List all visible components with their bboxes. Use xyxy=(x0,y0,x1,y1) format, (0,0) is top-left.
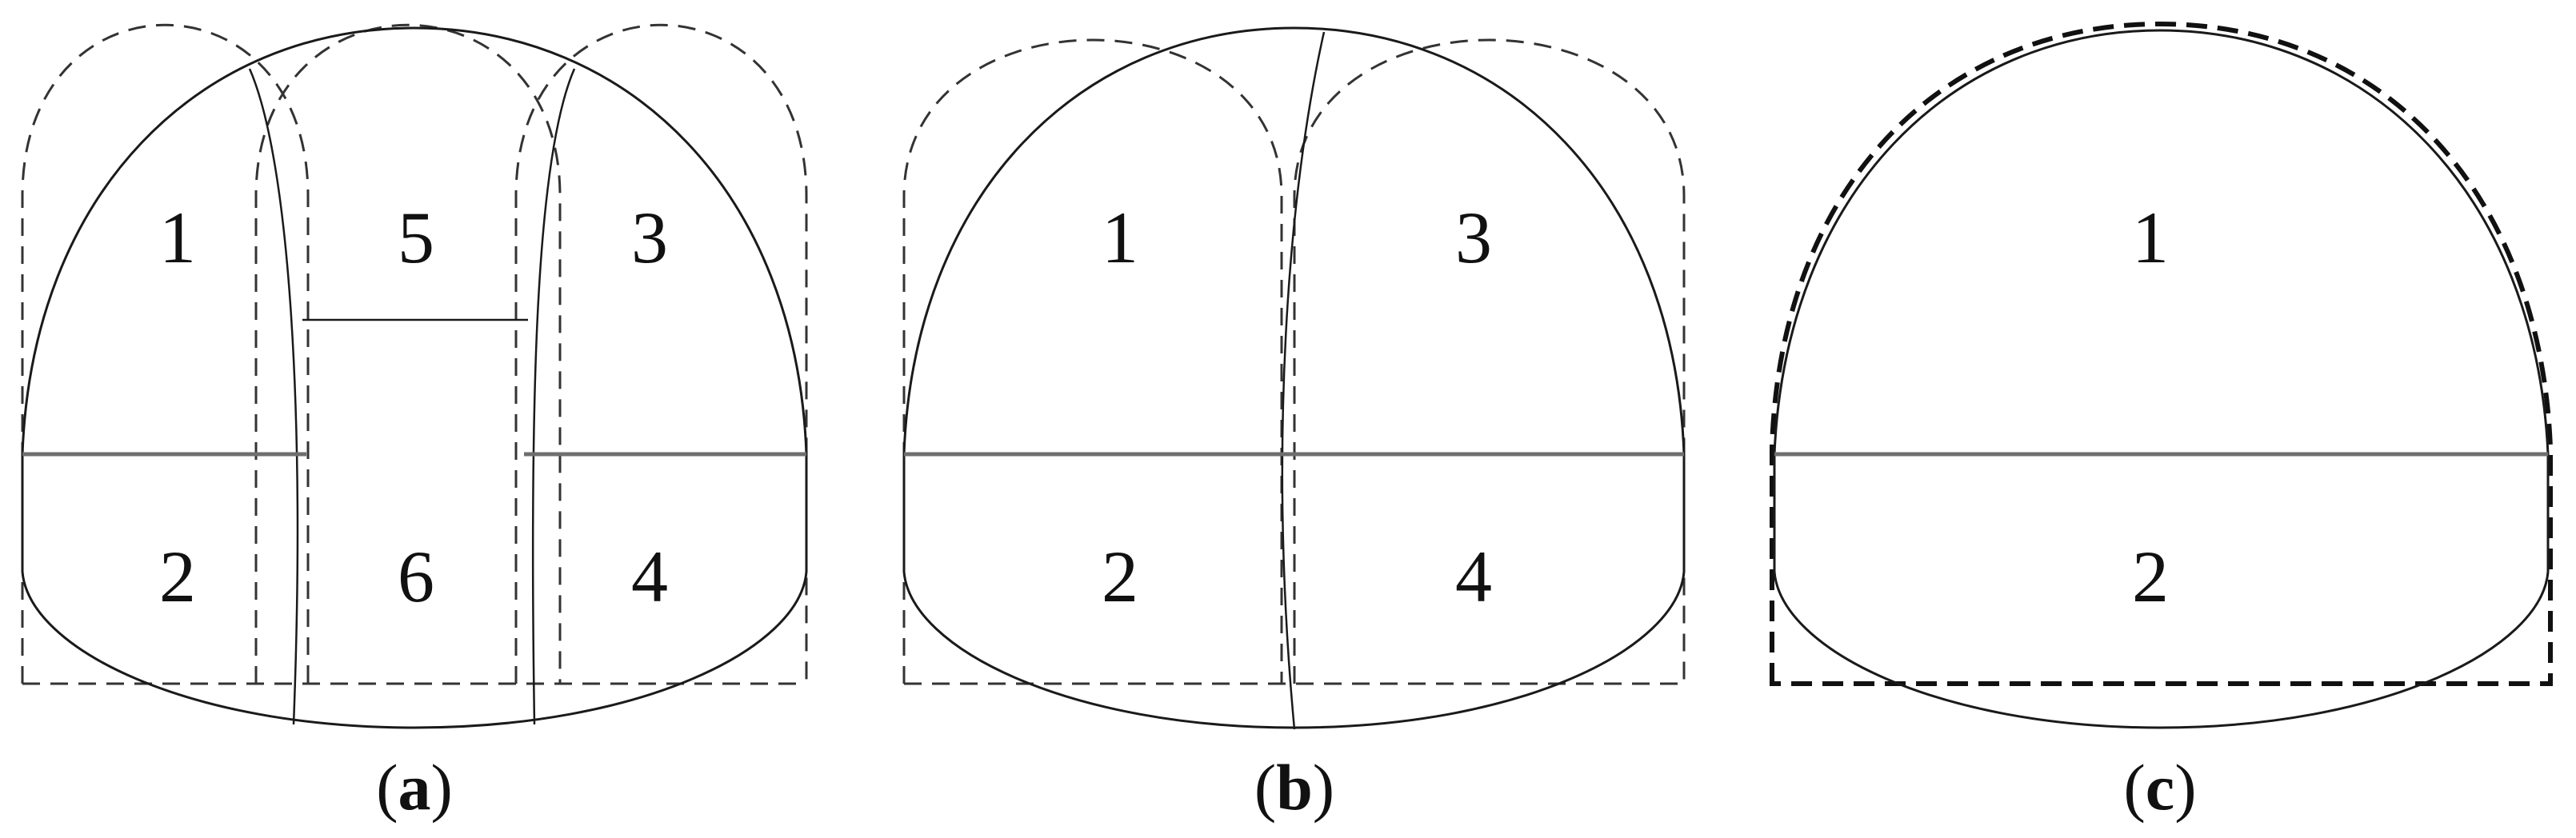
panel-b-region-label: 3 xyxy=(1455,197,1492,278)
panel-c-caption: (c) xyxy=(2123,751,2196,824)
panel-b-region-label: 1 xyxy=(1102,197,1138,278)
panel-b-caption-close: ) xyxy=(1313,751,1334,824)
panel-a-region-label: 2 xyxy=(159,536,196,617)
panel-b-tunnel-profile xyxy=(902,26,1686,729)
panel-a-center-drift-outline xyxy=(254,23,562,684)
panel-a-caption: (a) xyxy=(376,751,453,824)
panel-b-caption-open: ( xyxy=(1254,751,1276,824)
panel-b-caption: (b) xyxy=(1254,751,1334,824)
panel-b-caption-letter: b xyxy=(1276,751,1313,824)
panel-a-right-partition xyxy=(531,68,576,725)
panel-a-tunnel-profile xyxy=(21,26,808,729)
panel-a-right-drift-outline xyxy=(514,23,808,684)
panel-c-region-label: 2 xyxy=(2132,536,2169,617)
panel-a-caption-close: ) xyxy=(431,751,453,824)
panel-b-center-partition xyxy=(1281,31,1326,730)
panel-a-region-label: 4 xyxy=(631,536,668,617)
panel-b-dashed-outlines xyxy=(902,38,1686,685)
panel-a-region-label: 3 xyxy=(631,197,668,278)
panel-c-excavation-outline xyxy=(1770,21,2553,686)
panel-a-caption-letter: a xyxy=(398,751,431,824)
panel-a-dashed-outlines xyxy=(21,23,808,685)
panel-c-caption-close: ) xyxy=(2174,751,2196,824)
panel-b-left-drift-outline xyxy=(902,38,1283,684)
panel-a: 1 2 3 4 5 6 (a) xyxy=(21,23,808,824)
panel-c-caption-letter: c xyxy=(2146,751,2174,824)
panel-c-tunnel-profile xyxy=(1773,29,2550,729)
panel-a-region-label: 1 xyxy=(159,197,196,278)
panel-a-region-label: 6 xyxy=(398,536,434,617)
panel-c-region-label: 1 xyxy=(2132,197,2169,278)
panel-a-caption-open: ( xyxy=(376,751,398,824)
panel-b-region-label: 2 xyxy=(1102,536,1138,617)
panel-a-left-drift-outline xyxy=(21,23,310,684)
panel-b-right-drift-outline xyxy=(1293,38,1686,684)
panel-c: 1 2 (c) xyxy=(1770,21,2553,824)
panel-b: 1 2 3 4 (b) xyxy=(902,26,1686,824)
panel-a-left-partition xyxy=(248,68,299,725)
panel-b-region-label: 4 xyxy=(1455,536,1492,617)
panel-a-region-label: 5 xyxy=(398,197,434,278)
panel-c-caption-open: ( xyxy=(2123,751,2145,824)
